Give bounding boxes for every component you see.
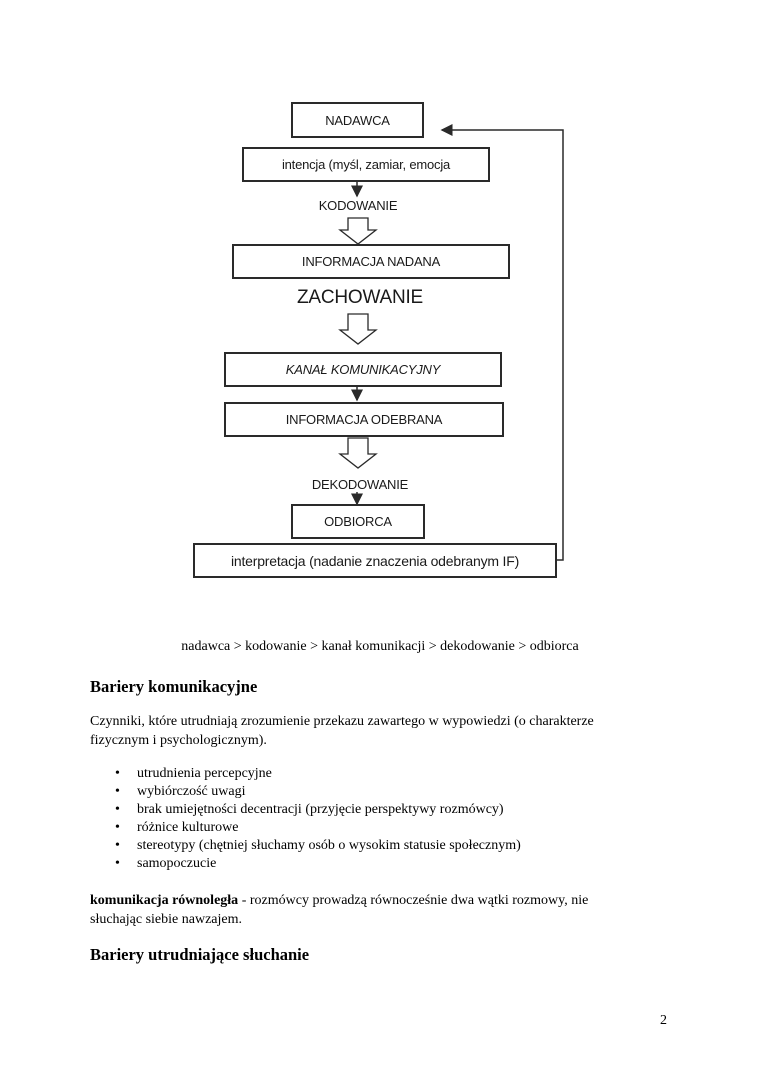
bullet-marker: • [115, 802, 120, 817]
definition-text-line2: słuchając siebie nawzajem. [90, 912, 242, 927]
definition-text-line1: - rozmówcy prowadzą równocześnie dwa wąt… [238, 893, 589, 908]
block-arrow-decoding [338, 437, 378, 469]
list-item: • wybiórczość uwagi [90, 783, 521, 801]
bullet-marker: • [115, 856, 120, 871]
page-number: 2 [660, 1013, 667, 1028]
list-item: • utrudnienia percepcyjne [90, 765, 521, 783]
feedback-loop-arrow [440, 124, 564, 561]
list-item-text: brak umiejętności decentracji (przyjęcie… [137, 802, 504, 817]
section-heading-listening-barriers: Bariery utrudniające słuchanie [90, 945, 310, 964]
communication-diagram: NADAWCA intencja (myśl, zamiar, emocja K… [193, 102, 564, 578]
box-receiver: ODBIORCA [291, 504, 425, 539]
label-encoding: KODOWANIE [318, 198, 398, 213]
barriers-description-line2: fizycznym i psychologicznym). [90, 733, 267, 748]
box-received-information: INFORMACJA ODEBRANA [224, 402, 504, 437]
diagram-caption: nadawca > kodowanie > kanał komunikacji … [181, 639, 579, 654]
list-item-text: samopoczucie [137, 856, 217, 871]
list-item-text: różnice kulturowe [137, 820, 239, 835]
barriers-description: Czynniki, które utrudniają zrozumienie p… [90, 712, 670, 750]
list-item: • samopoczucie [90, 855, 521, 873]
list-item: • brak umiejętności decentracji (przyjęci… [90, 801, 521, 819]
barriers-list: • utrudnienia percepcyjne • wybiórczość uw… [90, 765, 521, 873]
list-item-text: utrudnienia percepcyjne [137, 766, 272, 781]
bullet-marker: • [115, 784, 120, 799]
definition-term: komunikacja równoległa [90, 893, 239, 908]
list-item-text: stereotypy (chętniej słuchamy osób o wys… [137, 838, 521, 853]
list-item-text: wybiórczość uwagi [137, 784, 246, 799]
box-intention: intencja (myśl, zamiar, emocja [242, 147, 490, 182]
section-heading-barriers: Bariery komunikacyjne [90, 677, 258, 696]
definition-parallel-communication: komunikacja równoległa - rozmówcy prowad… [90, 891, 670, 929]
diagram-connectors [338, 124, 564, 561]
block-arrow-behaviour [338, 313, 378, 345]
label-behaviour: ZACHOWANIE [296, 287, 424, 308]
box-sender: NADAWCA [291, 102, 424, 138]
box-interpretation: interpretacja (nadanie znaczenia odebran… [193, 543, 557, 578]
list-item: • różnice kulturowe [90, 819, 521, 837]
bullet-marker: • [115, 838, 120, 853]
bullet-marker: • [115, 766, 120, 781]
box-sent-information: INFORMACJA NADANA [232, 244, 510, 279]
list-item: • stereotypy (chętniej słuchamy osób o wy… [90, 837, 521, 855]
box-channel: KANAŁ KOMUNIKACYJNY [224, 352, 502, 387]
block-arrow-encoding [338, 217, 378, 245]
bullet-marker: • [115, 820, 120, 835]
label-decoding: DEKODOWANIE [311, 477, 409, 492]
barriers-description-line1: Czynniki, które utrudniają zrozumienie p… [90, 714, 594, 729]
